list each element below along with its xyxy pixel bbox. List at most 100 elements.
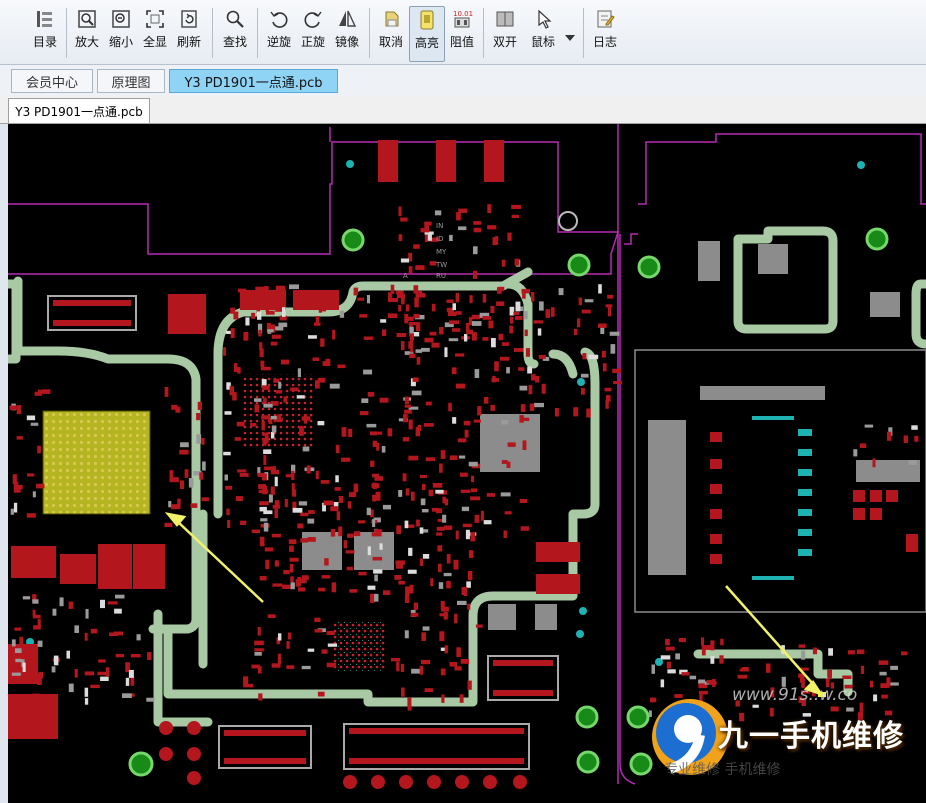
smd-pad <box>196 413 201 421</box>
fit-all-button[interactable]: 全显 <box>138 6 172 60</box>
log-button[interactable]: 日志 <box>588 6 622 60</box>
smd-pad <box>406 316 414 321</box>
tab-pcb-file[interactable]: Y3 PD1901一点通.pcb <box>169 69 338 93</box>
smd-pad <box>607 294 614 299</box>
chevron-down-icon <box>565 35 575 41</box>
smd-pad <box>261 421 265 431</box>
tab-schematic[interactable]: 原理图 <box>97 69 165 93</box>
smd-pad <box>289 284 299 290</box>
smd-pad <box>413 313 420 319</box>
smd-pad <box>458 226 467 231</box>
smd-pad <box>412 332 420 337</box>
smd-pad <box>674 694 683 698</box>
smd-pad <box>522 292 526 299</box>
smd-pad <box>30 422 39 426</box>
highlighted-bga-chip[interactable] <box>42 410 151 515</box>
smd-pad <box>400 663 405 672</box>
search-button[interactable]: 查找 <box>218 6 252 60</box>
smd-pad <box>537 328 542 336</box>
smd-pad <box>300 512 309 517</box>
smd-pad <box>580 373 589 378</box>
rotate-ccw-button[interactable]: 逆旋 <box>262 6 296 60</box>
smd-pad <box>581 388 585 395</box>
zoom-in-button[interactable]: 放大 <box>70 6 104 60</box>
smd-pad <box>177 498 181 506</box>
smd-pad <box>262 485 268 495</box>
smd-pad <box>605 395 611 402</box>
smd-pad <box>482 294 487 303</box>
smd-pad <box>369 431 377 436</box>
smd-pad <box>315 470 319 480</box>
refresh-button[interactable]: 刷新 <box>172 6 206 60</box>
smd-pad <box>542 356 550 361</box>
smd-pad <box>237 367 241 374</box>
smd-pad <box>408 547 413 556</box>
dual-open-icon <box>496 11 514 27</box>
smd-pad <box>314 629 323 633</box>
smd-pad <box>494 361 499 372</box>
smd-pad <box>243 332 249 341</box>
smd-pad <box>291 464 296 473</box>
smd-pad <box>341 427 347 437</box>
dual-open-button[interactable]: 双开 <box>488 6 522 60</box>
zoom-out-icon <box>112 10 130 28</box>
pcb-canvas[interactable]: IN ID MY TW A RU www.91s..w.co 九一手机维修 专业… <box>8 124 926 803</box>
smd-pad <box>490 404 495 411</box>
smd-pad <box>299 425 304 436</box>
pcb-board-view[interactable]: IN ID MY TW A RU <box>8 124 926 803</box>
smd-pad <box>453 559 459 570</box>
smd-pad <box>608 307 611 317</box>
smd-pad <box>414 297 419 308</box>
smd-pad <box>51 666 56 673</box>
smd-pad <box>291 489 296 497</box>
smd-pad <box>322 502 326 512</box>
smd-pad <box>331 582 336 593</box>
smd-pad <box>504 511 512 515</box>
smd-pad <box>519 415 524 423</box>
smd-pad <box>446 580 451 589</box>
smd-pad <box>31 693 41 697</box>
smd-pad <box>274 500 280 508</box>
smd-pad <box>464 429 469 438</box>
svg-text:10.01: 10.01 <box>453 10 473 18</box>
smd-pad <box>468 571 473 581</box>
rotate-cw-button[interactable]: 正旋 <box>296 6 330 60</box>
catalog-button[interactable]: 目录 <box>28 6 62 60</box>
zoom-out-button[interactable]: 缩小 <box>104 6 138 60</box>
smd-pad <box>501 259 506 267</box>
smd-pad <box>15 658 22 663</box>
mouse-cursor-button[interactable]: 鼠标 <box>526 6 560 60</box>
smd-pad <box>358 520 366 524</box>
mouse-dropdown-button[interactable] <box>562 6 578 60</box>
highlighted-pad[interactable] <box>818 692 826 697</box>
highlight-button[interactable]: 高亮 <box>409 6 445 62</box>
smd-pad <box>449 320 459 325</box>
smd-pad <box>292 501 297 511</box>
smd-pad <box>410 612 419 617</box>
smd-pad <box>419 558 423 566</box>
smd-pad <box>770 707 774 717</box>
smd-pad <box>405 586 410 595</box>
resistance-button[interactable]: 10.01 阻值 <box>445 6 479 60</box>
smd-pad <box>339 310 345 318</box>
mirror-button[interactable]: 镜像 <box>330 6 364 60</box>
cancel-button[interactable]: 取消 <box>374 6 408 60</box>
zoom-in-icon <box>78 10 96 28</box>
smd-pad <box>465 529 470 540</box>
smd-pad <box>321 303 326 312</box>
smd-pad <box>800 690 810 694</box>
smd-pad <box>74 625 79 633</box>
tab-member-center[interactable]: 会员中心 <box>11 69 93 93</box>
smd-pad <box>522 440 527 450</box>
smd-pad <box>307 648 315 652</box>
smd-pad <box>262 385 270 390</box>
smd-pad <box>466 329 473 335</box>
smd-pad <box>361 398 369 403</box>
smd-pad <box>412 377 419 382</box>
smd-pad <box>420 228 430 233</box>
smd-pad <box>90 628 98 634</box>
smd-pad <box>243 683 253 688</box>
tab-pcb-document[interactable]: Y3 PD1901一点通.pcb <box>8 98 150 123</box>
smd-pad <box>336 511 341 521</box>
smd-pad <box>261 473 267 481</box>
